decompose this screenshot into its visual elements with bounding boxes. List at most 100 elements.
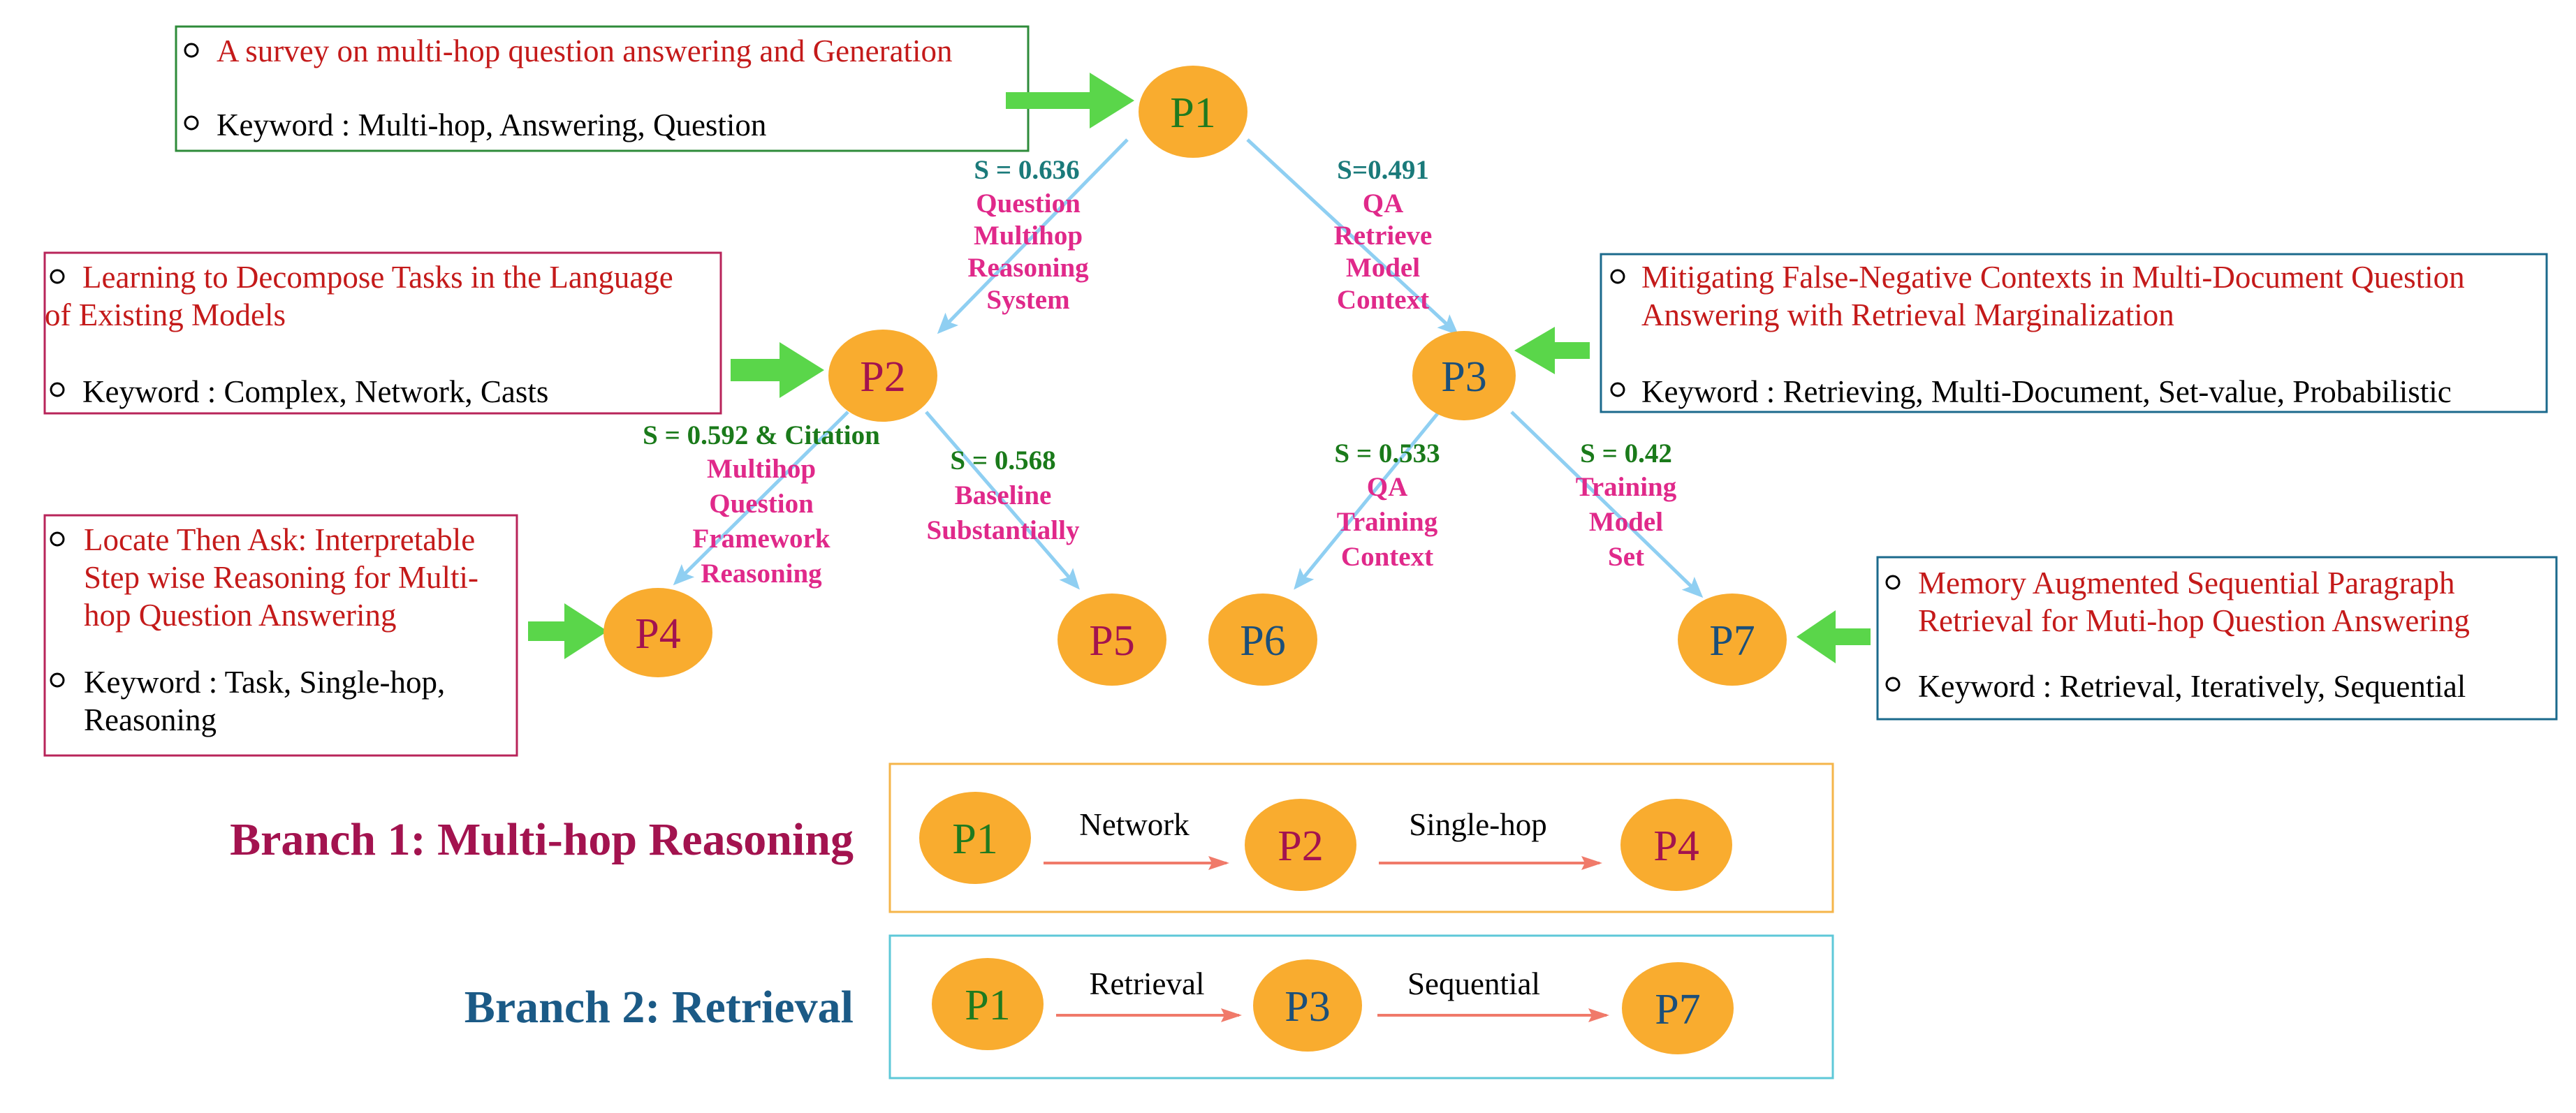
node-p1[interactable]: P1 <box>1139 66 1247 158</box>
node-p5-label: P5 <box>1089 617 1134 665</box>
edge-p2-p4-keyword: Reasoning <box>701 559 822 589</box>
paper-p4-title-line2: Step wise Reasoning for Multi- <box>84 560 478 595</box>
edge-p1-p2-keyword: Multihop <box>974 221 1083 251</box>
edge-p3-p7-keyword: Model <box>1589 507 1663 537</box>
paper-p1-keywords: Keyword : Multi-hop, Answering, Question <box>217 108 766 142</box>
edge-label-p1-p2: S = 0.636 Question Multihop Reasoning Sy… <box>967 155 1089 315</box>
edge-p2-p4-score: S = 0.592 & Citation <box>643 420 880 450</box>
paper-p2-title-line1: Learning to Decompose Tasks in the Langu… <box>82 260 673 295</box>
paper-p4-keywords-line1: Keyword : Task, Single-hop, <box>84 665 445 700</box>
branch-1-node-p1[interactable]: P1 <box>919 792 1031 884</box>
bullet-icon <box>1610 269 1625 284</box>
paper-box-p1-frame <box>175 25 1030 152</box>
branch-2-node-p1-label: P1 <box>965 982 1010 1029</box>
edge-p1-p3 <box>1246 138 1459 336</box>
paper-p3-title-line2: Answering with Retrieval Marginalization <box>1641 297 2174 332</box>
edge-p2-p5-keyword: Baseline <box>955 480 1052 510</box>
paper-box-p3-frame <box>1600 253 2548 413</box>
node-p6[interactable]: P6 <box>1208 594 1317 686</box>
edge-p2-p4-keyword: Question <box>709 489 814 519</box>
bullet-icon <box>50 269 65 284</box>
node-p1-label: P1 <box>1170 89 1215 137</box>
branch-2-node-p3-circle <box>1253 959 1362 1052</box>
edge-p1-p3-keyword: Context <box>1337 285 1429 315</box>
node-p4-label: P4 <box>635 610 680 658</box>
paper-p4-title-line3: hop Question Answering <box>84 598 396 633</box>
paper-p7-keywords: Keyword : Retrieval, Iteratively, Sequen… <box>1918 669 2466 704</box>
edge-p1-p3-keyword: Model <box>1346 253 1420 283</box>
branch-1-node-p4-circle <box>1620 799 1732 891</box>
bullet-icon <box>184 43 199 58</box>
node-p3-label: P3 <box>1441 353 1486 401</box>
node-p5-circle <box>1058 594 1166 686</box>
branch-1-edge-label-2: Single-hop <box>1409 807 1547 842</box>
paper-box-p2: Learning to Decompose Tasks in the Langu… <box>43 251 722 415</box>
branch-1-node-p2-label: P2 <box>1278 823 1323 870</box>
edge-p2-p5-score: S = 0.568 <box>950 445 1055 476</box>
edge-p3-p6-keyword: Context <box>1341 542 1433 572</box>
branch-1-box <box>888 762 1834 913</box>
paper-box-p1: A survey on multi-hop question answering… <box>175 25 1030 152</box>
edge-p2-p4 <box>673 411 849 586</box>
edge-label-p2-p5: S = 0.568 Baseline Substantially <box>927 445 1080 545</box>
node-p2[interactable]: P2 <box>828 330 937 422</box>
branch-1-node-p2[interactable]: P2 <box>1245 799 1356 891</box>
paper-box-p4: Locate Then Ask: Interpretable Step wise… <box>43 514 518 757</box>
branch-2-node-p1[interactable]: P1 <box>932 958 1044 1050</box>
branch-1-node-p1-circle <box>919 792 1031 884</box>
node-p7[interactable]: P7 <box>1678 594 1787 686</box>
paper-box-p7: Memory Augmented Sequential Paragraph Re… <box>1876 556 2558 721</box>
green-arrow-p7 <box>1796 610 1871 663</box>
node-p3[interactable]: P3 <box>1412 331 1516 420</box>
branch-2-edge-label-2: Sequential <box>1407 966 1540 1001</box>
paper-p1-title-line1: A survey on multi-hop question answering… <box>217 34 953 68</box>
edge-p2-p4-keyword: Framework <box>692 524 830 554</box>
edge-p1-p2-keyword: System <box>986 285 1069 315</box>
paper-p4-title-line1: Locate Then Ask: Interpretable <box>84 522 475 557</box>
paper-p7-title-line2: Retrieval for Muti-hop Question Answerin… <box>1918 603 2470 638</box>
paper-p4-keywords-line2: Reasoning <box>84 702 217 737</box>
branch-2-node-p3[interactable]: P3 <box>1253 959 1362 1052</box>
edge-p1-p3-keyword: QA <box>1363 189 1404 219</box>
green-arrow-p3 <box>1514 327 1590 374</box>
branch-2-node-p7[interactable]: P7 <box>1622 962 1734 1054</box>
green-arrow-p2 <box>731 342 824 398</box>
edge-p3-p6-score: S = 0.533 <box>1334 438 1440 469</box>
edge-p3-p7 <box>1510 411 1704 598</box>
bullet-icon <box>1885 677 1901 692</box>
branch-1-node-p4[interactable]: P4 <box>1620 799 1732 891</box>
node-p4-circle <box>603 588 712 677</box>
bullet-icon <box>1610 382 1625 397</box>
edge-p2-p5 <box>925 411 1080 590</box>
node-p3-circle <box>1412 331 1516 420</box>
branch-1-node-p1-label: P1 <box>952 816 997 863</box>
branch-1-label: Branch 1: Multi-hop Reasoning <box>230 814 854 865</box>
edge-p1-p3-keyword: Retrieve <box>1334 221 1433 251</box>
node-p5[interactable]: P5 <box>1058 594 1166 686</box>
node-p7-label: P7 <box>1709 617 1755 665</box>
branch-2-node-p3-label: P3 <box>1285 983 1330 1031</box>
node-p2-label: P2 <box>860 353 905 401</box>
green-arrow-p4 <box>528 603 608 659</box>
paper-box-p7-frame <box>1876 556 2558 721</box>
node-p1-circle <box>1139 66 1247 158</box>
node-p7-circle <box>1678 594 1787 686</box>
edge-p1-p2 <box>937 138 1129 334</box>
bullet-icon <box>184 115 199 131</box>
branch-1-edge-label-1: Network <box>1079 807 1190 842</box>
branch-2-box <box>888 934 1834 1079</box>
branch-2-label: Branch 2: Retrieval <box>464 982 854 1033</box>
paper-p3-keywords: Keyword : Retrieving, Multi-Document, Se… <box>1641 374 2452 409</box>
paper-p2-keywords: Keyword : Complex, Network, Casts <box>82 374 548 409</box>
node-p2-circle <box>828 330 937 422</box>
edge-p3-p7-keyword: Set <box>1608 542 1644 572</box>
paper-p2-title-line2: of Existing Models <box>45 297 286 332</box>
bullet-icon <box>50 382 65 397</box>
paper-box-p4-frame <box>43 514 518 757</box>
branch-2-node-p7-circle <box>1622 962 1734 1054</box>
node-p4[interactable]: P4 <box>603 588 712 677</box>
edge-label-p1-p3: S=0.491 QA Retrieve Model Context <box>1334 155 1433 315</box>
branch-2-node-p7-label: P7 <box>1655 986 1700 1033</box>
bullet-icon <box>50 672 65 688</box>
